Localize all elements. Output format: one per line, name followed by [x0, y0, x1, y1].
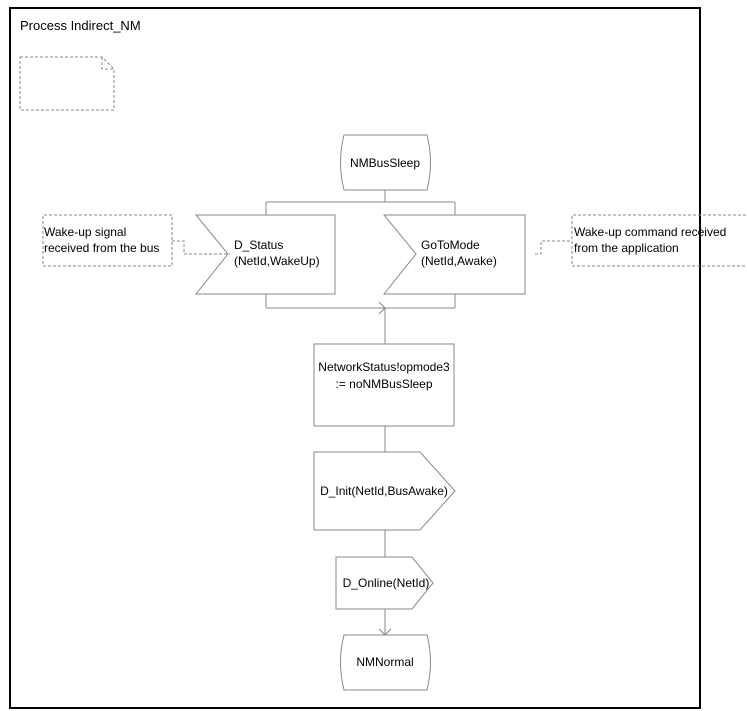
state-nmbussleep — [340, 134, 431, 191]
input-gotomode-line1: GoToMode — [421, 238, 480, 252]
comment-right-bracket — [571, 214, 746, 267]
comment-right-connector — [535, 240, 572, 255]
task-networkstatus-line1: NetworkStatus!opmode3 — [318, 360, 450, 374]
comment-right-line2: from the application — [574, 241, 679, 255]
comment-left-connector — [172, 240, 230, 255]
comment-left-bracket — [42, 214, 173, 267]
output-d-init — [313, 451, 456, 531]
task-networkstatus — [313, 343, 455, 427]
state-nmbussleep-label: NMBusSleep — [350, 156, 420, 170]
input-gotomode — [382, 214, 526, 295]
text-symbol — [19, 56, 115, 111]
comment-left-line1: Wake-up signal — [44, 225, 126, 239]
comment-right-line1: Wake-up command received — [574, 225, 726, 239]
comment-left-line2: received from the bus — [44, 241, 159, 255]
input-d-status-line1: D_Status — [234, 238, 283, 252]
state-nmnormal-label: NMNormal — [356, 655, 413, 669]
output-d-init-label: D_Init(NetId,BusAwake) — [320, 484, 448, 498]
input-gotomode-line2: (NetId,Awake) — [421, 254, 497, 268]
task-networkstatus-line2: := noNMBusSleep — [335, 377, 432, 391]
input-d-status — [194, 214, 336, 295]
output-d-online — [335, 556, 434, 610]
process-title: Process Indirect_NM — [20, 18, 141, 33]
process-frame — [9, 7, 701, 709]
input-d-status-line2: (NetId,WakeUp) — [234, 254, 320, 268]
state-nmnormal — [340, 634, 431, 691]
output-d-online-label: D_Online(NetId) — [343, 576, 430, 590]
